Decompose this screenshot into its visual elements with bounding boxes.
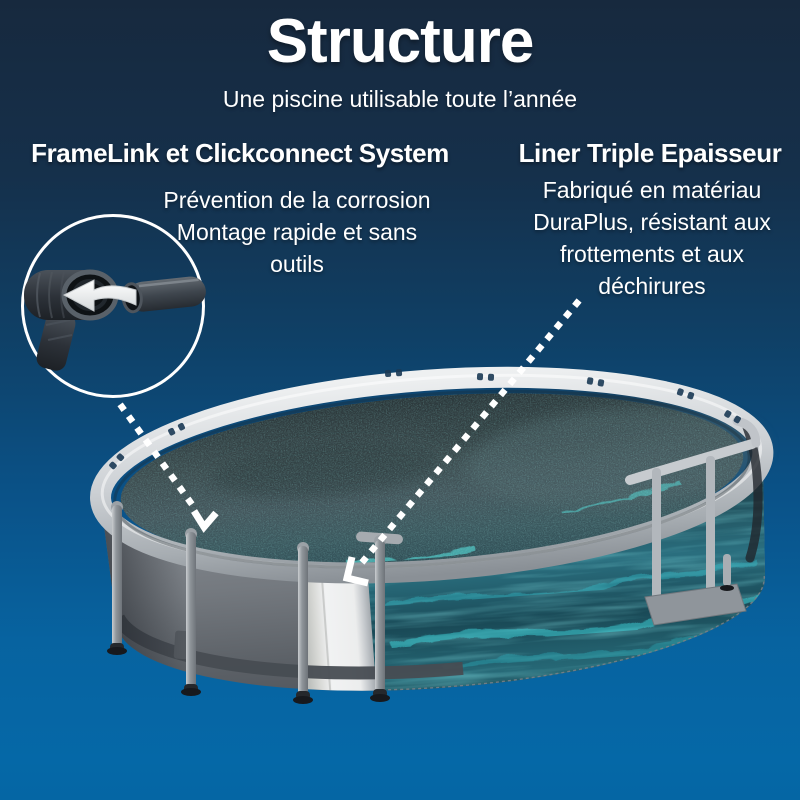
feature-liner-heading: Liner Triple Epaisseur	[518, 138, 782, 168]
feature-liner-line-4: déchirures	[598, 273, 706, 299]
feature-framelink-line-3: outils	[270, 251, 324, 277]
connector-inset-circle	[21, 214, 205, 398]
feature-liner-description: Fabriqué en matériau DuraPlus, résistant…	[502, 174, 800, 302]
feature-framelink-line-2: Montage rapide et sans	[176, 219, 418, 245]
pool-illustration	[90, 366, 779, 712]
feature-framelink-heading: FrameLink et Clickconnect System	[31, 138, 449, 168]
page-subtitle: Une piscine utilisable toute l’année	[222, 86, 578, 112]
feature-framelink-line-1: Prévention de la corrosion	[163, 187, 431, 213]
feature-liner-line-1: Fabriqué en matériau	[542, 177, 762, 203]
page-title: Structure	[266, 7, 535, 76]
pipe-connector-image	[24, 269, 206, 371]
pool-ladder	[625, 416, 761, 626]
feature-framelink-description: Prévention de la corrosion Montage rapid…	[122, 184, 472, 280]
insert-direction-arrow-icon	[62, 279, 137, 312]
feature-liner-line-3: frottements et aux	[559, 241, 745, 267]
feature-liner-line-2: DuraPlus, résistant aux	[533, 209, 771, 235]
